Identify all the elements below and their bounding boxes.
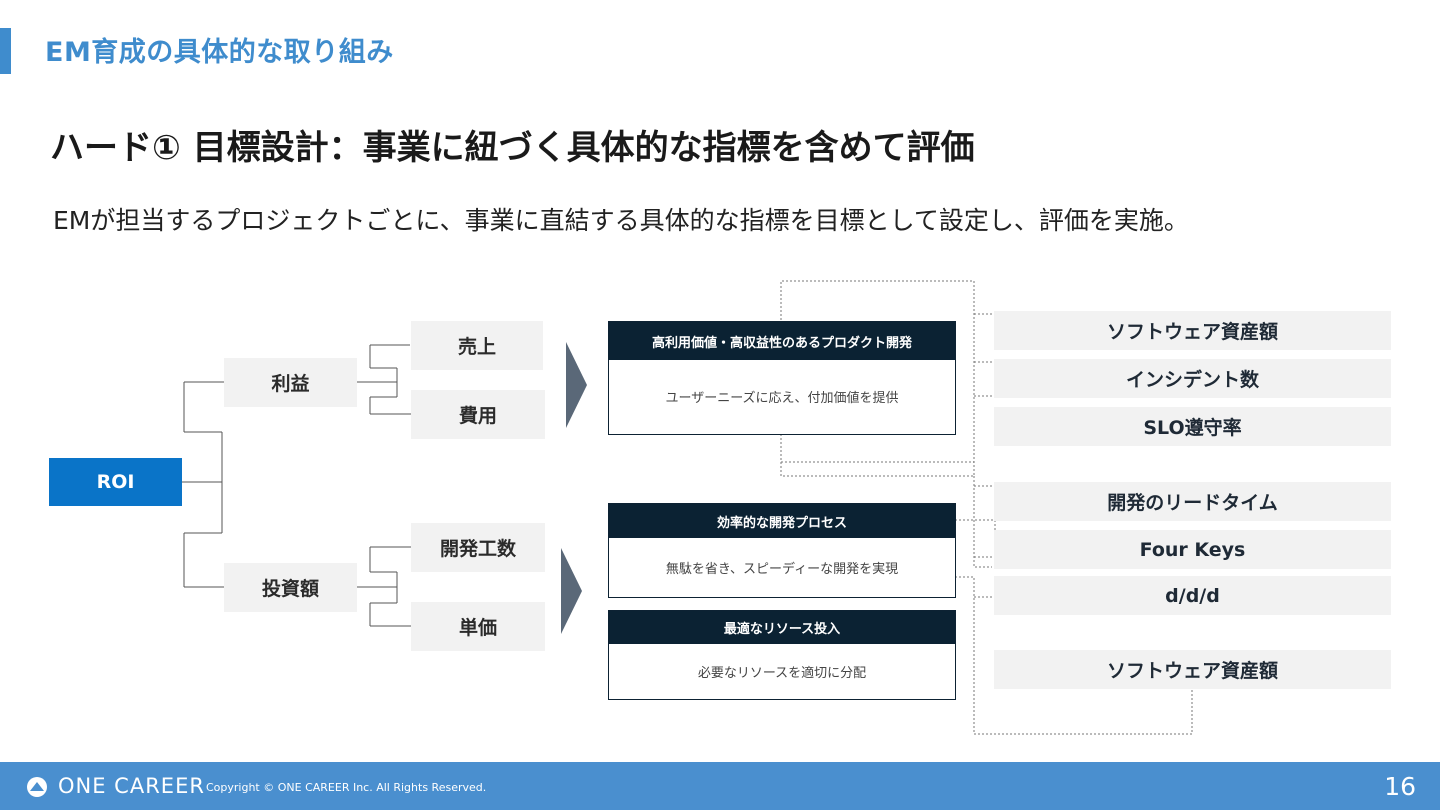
profit-node: 利益 <box>224 358 357 407</box>
card-product-development: 高利用価値・高収益性のあるプロダクト開発 ユーザーニーズに応え、付加価値を提供 <box>608 321 956 435</box>
card-body: ユーザーニーズに応え、付加価値を提供 <box>665 390 899 406</box>
arrow-upper <box>566 342 587 428</box>
slide-title: ハード① 目標設計：事業に紐づく具体的な指標を含めて評価 <box>50 128 975 168</box>
card-efficient-process: 効率的な開発プロセス 無駄を省き、スピーディーな開発を実現 <box>608 503 956 598</box>
card-resource-allocation: 最適なリソース投入 必要なリソースを適切に分配 <box>608 610 956 700</box>
dotted-frame-bottom <box>955 576 1193 735</box>
dev-effort-node: 開発工数 <box>411 523 545 572</box>
cost-node: 費用 <box>411 390 545 439</box>
metric-slo-compliance: SLO遵守率 <box>994 407 1391 446</box>
card-title: 効率的な開発プロセス <box>609 504 955 538</box>
unit-price-node: 単価 <box>411 602 545 651</box>
logo-text: ONE CAREER <box>58 774 205 798</box>
card-body: 必要なリソースを適切に分配 <box>697 665 867 681</box>
dotted-frame-right <box>973 476 992 568</box>
section-title: EM育成の具体的な取り組み <box>45 37 394 68</box>
card-body: 無駄を省き、スピーディーな開発を実現 <box>665 561 899 577</box>
footer: ONE CAREER Copyright © ONE CAREER Inc. A… <box>0 762 1440 810</box>
arrow-lower <box>561 548 582 634</box>
dotted-tick-upper <box>974 313 992 397</box>
dotted-frame-top <box>780 280 975 463</box>
dotted-link-mid <box>780 462 975 477</box>
copyright: Copyright © ONE CAREER Inc. All Rights R… <box>206 781 487 794</box>
sales-node: 売上 <box>411 321 543 370</box>
card-title: 高利用価値・高収益性のあるプロダクト開発 <box>609 322 955 360</box>
page-number: 16 <box>1384 772 1416 801</box>
metric-incident-count: インシデント数 <box>994 359 1391 398</box>
roi-to-profit-line <box>183 381 224 432</box>
slide-description: EMが担当するプロジェクトごとに、事業に直結する具体的な指標を目標として設定し、… <box>53 206 1189 235</box>
roi-to-investment-line <box>183 533 224 588</box>
investment-bracket <box>357 546 411 627</box>
card-title: 最適なリソース投入 <box>609 611 955 644</box>
roi-node: ROI <box>49 458 182 506</box>
metric-software-assets-2: ソフトウェア資産額 <box>994 650 1391 689</box>
one-career-logo-icon <box>27 777 47 797</box>
accent-bar <box>0 28 11 74</box>
metric-lead-time: 開発のリードタイム <box>994 482 1391 521</box>
metric-software-assets: ソフトウェア資産額 <box>994 311 1391 350</box>
profit-bracket <box>357 344 411 415</box>
metric-four-keys: Four Keys <box>994 530 1391 569</box>
roi-bracket <box>182 431 223 534</box>
dotted-link-process <box>955 519 996 558</box>
investment-node: 投資額 <box>224 563 357 612</box>
metric-ddd: d/d/d <box>994 576 1391 615</box>
